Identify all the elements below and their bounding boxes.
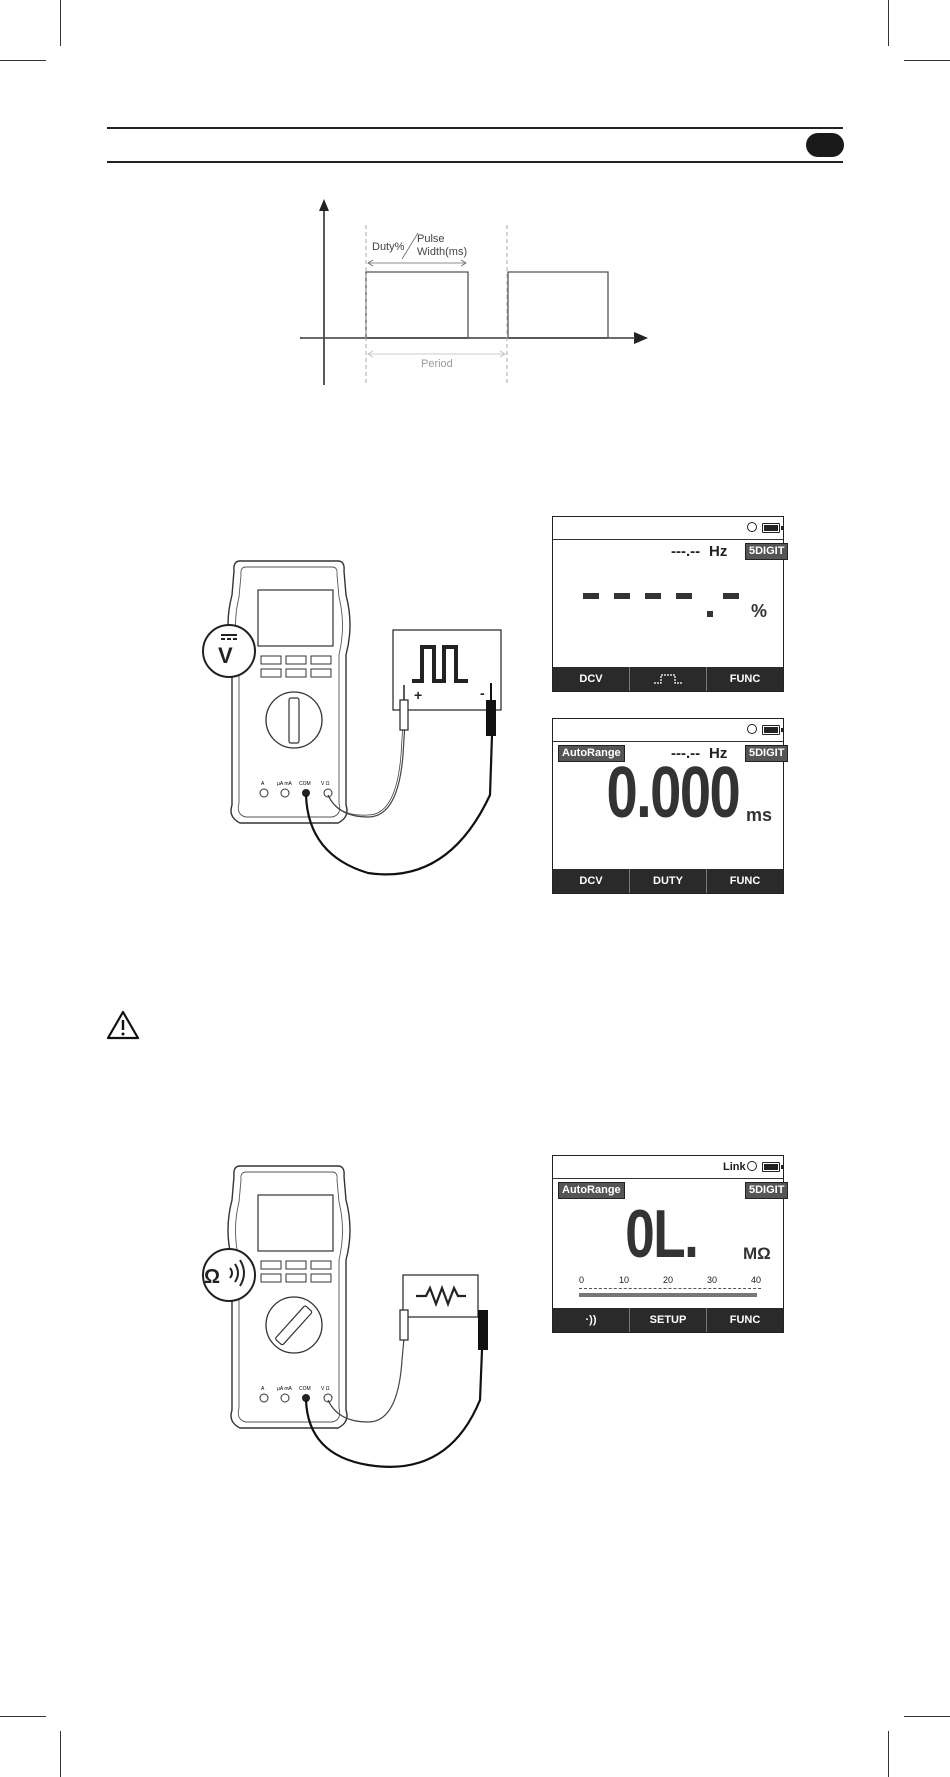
autorange-badge: AutoRange [558, 1182, 625, 1199]
softkey-func[interactable]: FUNC [706, 869, 783, 893]
bargraph-fill [579, 1293, 757, 1297]
softkey-continuity[interactable]: ·)) [553, 1308, 629, 1332]
digit-badge: 5DIGIT [745, 543, 788, 560]
battery-icon [762, 725, 780, 735]
hold-icon [747, 1161, 757, 1171]
pulse-width-unit: ms [746, 805, 772, 826]
crop-mark [60, 1731, 61, 1777]
terminal-v-label: V Ω [321, 781, 330, 787]
multimeter-voltage-figure: A µA mA COM V Ω V + - [188, 555, 518, 885]
lcd-status-bar [553, 719, 783, 742]
resistance-unit: MΩ [743, 1244, 771, 1264]
duty-label: Duty% [372, 241, 405, 253]
crop-mark [0, 60, 46, 61]
lcd-softkey-bar: DCV DUTY FUNC [553, 869, 783, 893]
page-number-badge [806, 133, 844, 157]
crop-mark [888, 1731, 889, 1777]
scale-tick-40: 40 [751, 1275, 761, 1285]
crop-mark [888, 0, 889, 46]
resistance-dial-symbol: Ω [204, 1266, 220, 1288]
digit-badge: 5DIGIT [745, 745, 788, 762]
softkey-setup[interactable]: SETUP [629, 1308, 706, 1332]
duty-cycle-waveform-diagram: Duty% Pulse Width(ms) Period [290, 195, 660, 387]
source-plus-label: + [414, 687, 422, 703]
pulse-waveform-icon [653, 673, 683, 685]
softkey-dcv[interactable]: DCV [553, 869, 629, 893]
lcd-softkey-bar: ·)) SETUP FUNC [553, 1308, 783, 1332]
battery-icon [762, 523, 780, 533]
lcd-status-bar: Link [553, 1156, 783, 1179]
hold-icon [747, 522, 757, 532]
pulse-width-value: 0.000 [606, 757, 739, 829]
softkey-dcv[interactable]: DCV [553, 667, 629, 691]
pulse-label: Pulse [417, 233, 445, 245]
frequency-value: ---.-- [671, 543, 700, 560]
terminal-a-label: A [261, 781, 265, 787]
lcd-status-bar [553, 517, 783, 540]
scale-tick-0: 0 [579, 1275, 584, 1285]
warning-icon [106, 1010, 140, 1040]
softkey-pulse[interactable] [629, 667, 706, 691]
duty-dash-readout [583, 593, 753, 633]
crop-mark [0, 1716, 46, 1717]
bargraph-axis [579, 1288, 761, 1289]
terminal-com-label: COM [299, 1386, 311, 1392]
softkey-func[interactable]: FUNC [706, 1308, 783, 1332]
scale-tick-20: 20 [663, 1275, 673, 1285]
crop-mark [60, 0, 61, 46]
terminal-v-label: V Ω [321, 1386, 330, 1392]
frequency-unit: Hz [709, 543, 727, 560]
lcd-pulse-width-screen: AutoRange ---.-- Hz 5DIGIT 0.000 ms DCV … [552, 718, 784, 894]
terminal-ma-label: µA mA [277, 781, 292, 787]
header-rule-top [107, 127, 843, 129]
scale-tick-30: 30 [707, 1275, 717, 1285]
lcd-duty-screen: ---.-- Hz 5DIGIT % DCV FUNC [552, 516, 784, 692]
terminal-com-label: COM [299, 781, 311, 787]
bargraph-scale: 0 10 20 30 40 [579, 1275, 769, 1305]
crop-mark [904, 60, 950, 61]
terminal-ma-label: µA mA [277, 1386, 292, 1392]
source-minus-label: - [480, 685, 485, 701]
multimeter-resistance-figure: A µA mA COM V Ω Ω [188, 1160, 518, 1480]
resistance-value: 0L. [625, 1200, 697, 1268]
digit-badge: 5DIGIT [745, 1182, 788, 1199]
battery-icon [762, 1162, 780, 1172]
voltage-dial-symbol: V [218, 643, 233, 668]
pulse-width-label: Width(ms) [417, 246, 467, 258]
scale-tick-10: 10 [619, 1275, 629, 1285]
period-label: Period [421, 358, 453, 370]
terminal-a-label: A [261, 1386, 265, 1392]
lcd-softkey-bar: DCV FUNC [553, 667, 783, 691]
crop-mark [904, 1716, 950, 1717]
duty-unit: % [751, 601, 767, 622]
link-label: Link [723, 1161, 746, 1173]
softkey-duty[interactable]: DUTY [629, 869, 706, 893]
hold-icon [747, 724, 757, 734]
softkey-func[interactable]: FUNC [706, 667, 783, 691]
lcd-resistance-screen: Link AutoRange 5DIGIT 0L. MΩ 0 10 20 30 … [552, 1155, 784, 1333]
header-rule-bottom [107, 161, 843, 163]
